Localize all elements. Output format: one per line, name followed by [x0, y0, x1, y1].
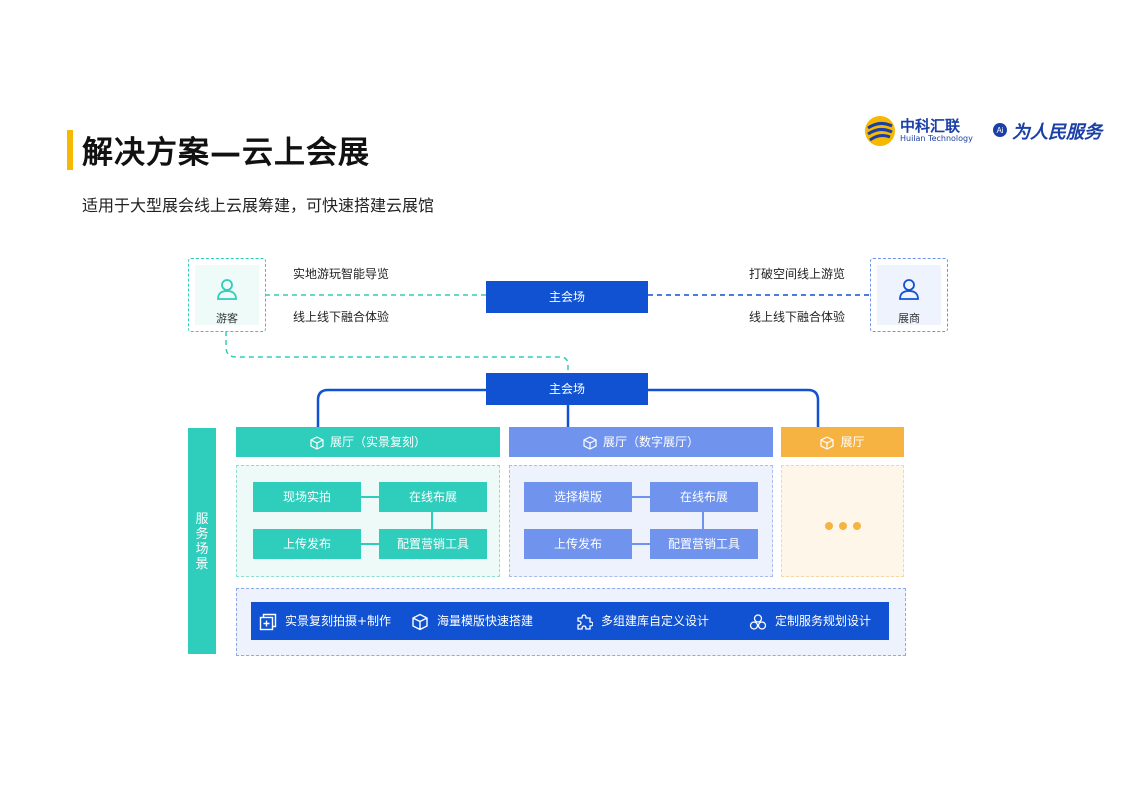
tile-choose-template: 选择模版 [524, 482, 632, 512]
user-icon [899, 279, 919, 300]
hall-digital-title: 展厅（数字展厅） [602, 435, 699, 449]
feature-custom: 定制服务规划设计 [749, 602, 871, 640]
svg-text:Ai: Ai [996, 126, 1003, 135]
hall-real-scene-body: 现场实拍 在线布展 上传发布 配置营销工具 [236, 465, 500, 577]
cube-icon [412, 613, 428, 630]
tile-onsite-shoot: 现场实拍 [253, 482, 361, 512]
hall-more-body [781, 465, 904, 577]
feature-custom-label: 定制服务规划设计 [775, 614, 872, 628]
main-venue-top: 主会场 [486, 281, 648, 313]
exhibitor-label: 展商 [898, 312, 920, 325]
exhibitor-node: 展商 [870, 258, 948, 332]
visitor-node: 游客 [188, 258, 266, 332]
page-title: 解决方案—云上会展 [82, 135, 370, 171]
exhibitor-line1: 打破空间线上游览 [749, 267, 846, 281]
hall-more-title: 展厅 [840, 435, 865, 449]
tile-upload-publish: 上传发布 [253, 529, 361, 559]
partner-logo-icon: Ai [993, 123, 1007, 137]
feature-templates-label: 海量模版快速搭建 [437, 614, 534, 628]
visitor-line1: 实地游玩智能导览 [293, 267, 390, 281]
feature-realscene: 实景复刻拍摄+制作 [259, 602, 391, 640]
visitor-label: 游客 [216, 312, 238, 325]
feature-components: 多组建库自定义设计 [575, 602, 709, 640]
hall-real-scene-title: 展厅（实景复刻） [329, 435, 426, 449]
more-ellipsis [782, 515, 903, 534]
title-accent-bar [67, 130, 73, 170]
tile-upload-publish: 上传发布 [524, 529, 632, 559]
company-logo-icon [865, 116, 895, 146]
feature-realscene-label: 实景复刻拍摄+制作 [285, 614, 392, 628]
hall-real-scene-connectors [361, 496, 433, 545]
company-logo: 中科汇联 Huilan Technology [864, 115, 974, 147]
hall-digital-header: 展厅（数字展厅） [509, 427, 773, 457]
cube-icon [310, 435, 324, 450]
service-scenario-text: 服务场景 [195, 512, 209, 572]
partner-name: 为人民服务 [1012, 122, 1102, 143]
company-name: 中科汇联 [900, 117, 961, 135]
partner-logo: Ai 为人民服务 [992, 118, 1107, 144]
user-icon [217, 279, 237, 300]
tile-marketing-tools: 配置营销工具 [379, 529, 487, 559]
main-venue-middle: 主会场 [486, 373, 648, 405]
cube-icon [820, 435, 835, 450]
feature-components-label: 多组建库自定义设计 [601, 614, 710, 628]
tile-online-layout: 在线布展 [379, 482, 487, 512]
cube-icon [583, 435, 597, 450]
visitor-line2: 线上线下融合体验 [293, 310, 390, 324]
tile-marketing-tools: 配置营销工具 [650, 529, 758, 559]
feature-templates: 海量模版快速搭建 [411, 602, 533, 640]
add-frame-icon [259, 613, 277, 630]
company-name-en: Huilan Technology [900, 134, 973, 143]
hall-digital-connectors [632, 496, 704, 545]
hall-more-header: 展厅 [781, 427, 904, 457]
features-bar: 实景复刻拍摄+制作 海量模版快速搭建 多组建库自定义设计 定制服务规划设计 [251, 602, 889, 640]
cluster-icon [749, 613, 767, 630]
puzzle-icon [577, 613, 594, 630]
tile-online-layout: 在线布展 [650, 482, 758, 512]
exhibitor-line2: 线上线下融合体验 [749, 310, 846, 324]
hall-digital-body: 选择模版 在线布展 上传发布 配置营销工具 [509, 465, 773, 577]
page-subtitle: 适用于大型展会线上云展筹建，可快速搭建云展馆 [82, 196, 435, 215]
service-scenario-label: 服务场景 [188, 428, 216, 654]
hall-real-scene-header: 展厅（实景复刻） [236, 427, 500, 457]
